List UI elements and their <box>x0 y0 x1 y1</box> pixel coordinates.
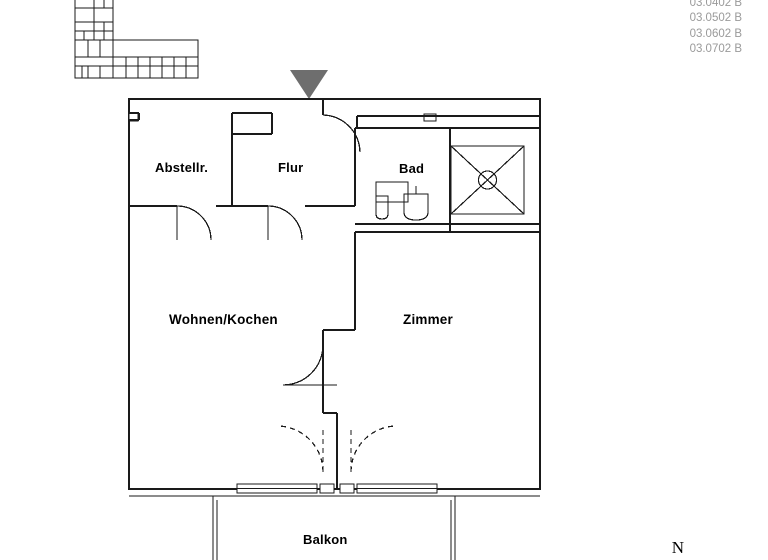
walls <box>127 97 542 491</box>
room-label-abstellr: Abstellr. <box>155 160 209 175</box>
unit-list-item: 03.0502 B <box>689 12 742 25</box>
key-plan-diagram <box>74 0 199 79</box>
kitchen-counter <box>423 113 437 122</box>
compass-north-label: N <box>671 538 684 557</box>
unit-list-item: 03.0702 B <box>689 42 742 55</box>
room-label-bad: Bad <box>399 161 425 176</box>
entrance-arrow-icon <box>290 70 328 99</box>
room-label-zimmer: Zimmer <box>403 312 453 327</box>
windows <box>236 483 438 494</box>
balcony <box>129 495 540 560</box>
unit-list-item: 03.0402 B <box>689 0 742 9</box>
bathroom-fixtures <box>375 145 525 221</box>
doors <box>176 99 398 473</box>
unit-list: 03.0402 B 03.0502 B 03.0602 B 03.0702 B <box>690 0 742 57</box>
interior-walls <box>129 99 540 489</box>
room-label-wohnen-kochen: Wohnen/Kochen <box>169 312 278 327</box>
room-label-flur: Flur <box>278 160 304 175</box>
room-label-balkon: Balkon <box>303 532 348 547</box>
unit-list-item: 03.0602 B <box>689 27 742 40</box>
